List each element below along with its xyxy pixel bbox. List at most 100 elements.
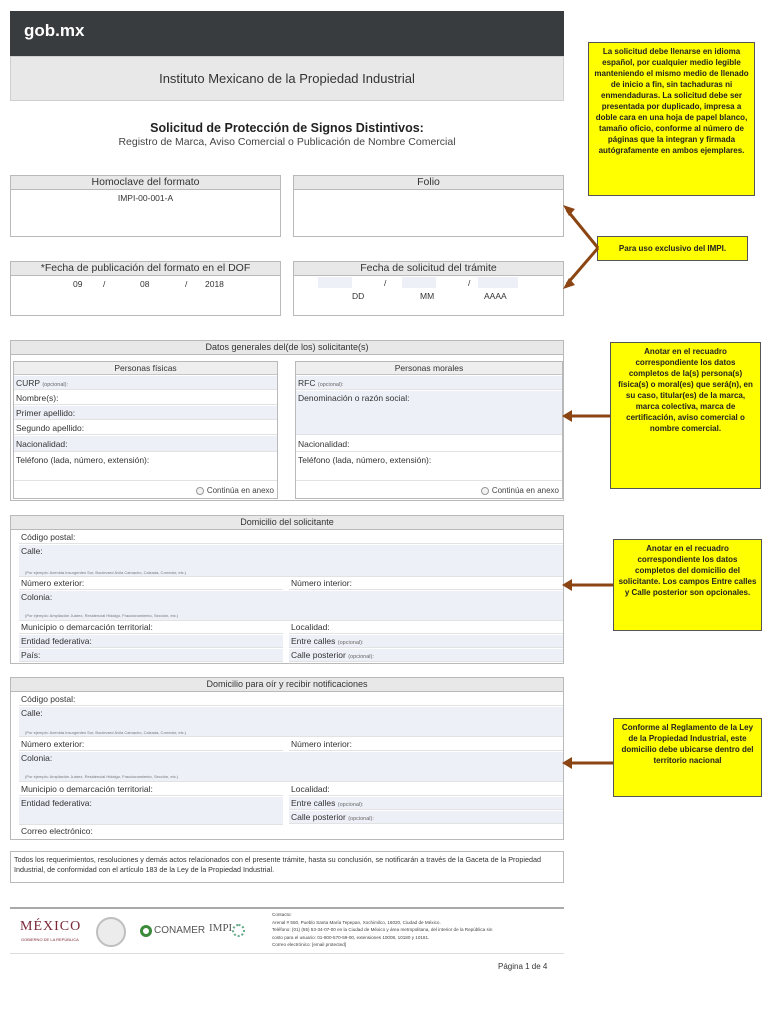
curp-field[interactable]: CURP (opcional): — [14, 376, 277, 390]
footer-rule — [10, 953, 564, 954]
notif-colonia-label: Colonia: — [21, 753, 53, 763]
notif-num-ext-field[interactable]: Número exterior: — [19, 738, 283, 751]
notif-municipio-label: Municipio o demarcación territorial: — [21, 784, 153, 794]
conamer-logo: CONAMER — [154, 925, 206, 936]
nacionalidad-moral-field[interactable]: Nacionalidad: — [296, 436, 562, 452]
annex-morales[interactable]: Continúa en anexo — [480, 486, 559, 495]
pais-label: País: — [21, 650, 41, 660]
entre-calles-label: Entre calles — [291, 636, 336, 646]
mm-label: MM — [420, 291, 435, 301]
notif-cp-label: Código postal: — [21, 694, 76, 704]
datos-generales-section: Datos generales del(de los) solicitante(… — [10, 340, 564, 501]
num-ext-field[interactable]: Número exterior: — [19, 577, 283, 590]
homoclave-box: Homoclave del formato IMPI-00-001-A — [10, 175, 281, 237]
folio-box[interactable]: Folio — [293, 175, 564, 237]
nombre-label: Nombre(s): — [16, 393, 59, 403]
notif-entre-calles-field[interactable]: Entre calles (opcional): — [289, 797, 563, 810]
cp-field[interactable]: Código postal: — [19, 531, 563, 544]
num-int-field[interactable]: Número interior: — [289, 577, 563, 590]
cp-label: Código postal: — [21, 532, 76, 542]
entidad-label: Entidad federativa: — [21, 636, 92, 646]
notif-entidad-label: Entidad federativa: — [21, 798, 92, 808]
telefono-moral-label: Teléfono (lada, número, extensión): — [298, 455, 432, 465]
dof-month: 08 — [140, 279, 150, 289]
arrow-folio — [565, 209, 600, 249]
arrowhead-fecha — [563, 278, 575, 289]
fecha-solicitud-label: Fecha de solicitud del trámite — [294, 262, 563, 276]
notif-municipio-field[interactable]: Municipio o demarcación territorial: — [19, 783, 283, 796]
institute-name: Instituto Mexicano de la Propiedad Indus… — [159, 71, 415, 86]
radio-icon[interactable] — [195, 486, 204, 495]
telefono-fisica-label: Teléfono (lada, número, extensión): — [16, 455, 150, 465]
month-input[interactable] — [402, 277, 436, 288]
notif-num-int-field[interactable]: Número interior: — [289, 738, 563, 751]
notif-calle-example: (Por ejemplo: Avenida Insurgentes Sur, B… — [25, 730, 187, 735]
contact-phone-free: costo para el usuario: 01-800-570-59-00,… — [272, 934, 430, 940]
entidad-field[interactable]: Entidad federativa: — [19, 635, 283, 648]
num-int-label: Número interior: — [291, 578, 352, 588]
note-domicilio: Anotar en el recuadro correspondiente lo… — [613, 539, 762, 631]
annex-fisicas[interactable]: Continúa en anexo — [195, 486, 274, 495]
day-input[interactable] — [318, 277, 352, 288]
dd-label: DD — [352, 291, 365, 301]
year-input[interactable] — [478, 277, 518, 288]
notice-text: Todos los requerimientos, resoluciones y… — [10, 851, 564, 883]
fecha-solicitud-box[interactable]: Fecha de solicitud del trámite / / DD MM… — [293, 261, 564, 316]
notif-calle-posterior-field[interactable]: Calle posterior (opcional): — [289, 811, 563, 824]
denominacion-label: Denominación o razón social: — [298, 393, 410, 403]
calle-field[interactable]: Calle: — [19, 545, 563, 577]
primer-apellido-label: Primer apellido: — [16, 408, 76, 418]
calle-posterior-field[interactable]: Calle posterior (opcional): — [289, 649, 563, 662]
telefono-fisica-field[interactable]: Teléfono (lada, número, extensión): — [14, 453, 277, 481]
telefono-moral-field[interactable]: Teléfono (lada, número, extensión): — [296, 453, 562, 481]
notif-calle-field[interactable]: Calle: — [19, 707, 563, 737]
radio-icon[interactable] — [480, 486, 489, 495]
annex-fisicas-label: Continúa en anexo — [206, 486, 274, 495]
institute-banner: Instituto Mexicano de la Propiedad Indus… — [10, 56, 564, 101]
contact-block: Contacto: Arenal # 550, Pueblo Santa Mar… — [272, 911, 564, 949]
localidad-field[interactable]: Localidad: — [289, 621, 563, 634]
num-ext-label: Número exterior: — [21, 578, 85, 588]
footer-divider — [10, 907, 564, 909]
gobmx-logo[interactable]: gob.mx — [24, 21, 85, 40]
arrowhead-folio — [563, 205, 575, 216]
notif-calle-posterior-label: Calle posterior — [291, 812, 346, 822]
contact-address: Arenal # 550, Pueblo Santa María Tepepan… — [272, 919, 441, 925]
notif-entre-calles-label: Entre calles — [291, 798, 336, 808]
notif-entre-optional: (opcional): — [337, 802, 364, 808]
calle-posterior-label: Calle posterior — [291, 650, 346, 660]
notificaciones-title: Domicilio para oír y recibir notificacio… — [11, 678, 563, 692]
nombre-field[interactable]: Nombre(s): — [14, 391, 277, 405]
calle-posterior-optional: (opcional): — [348, 654, 374, 660]
entre-calles-field[interactable]: Entre calles (opcional): — [289, 635, 563, 648]
personas-fisicas-title: Personas físicas — [14, 362, 277, 375]
notif-colonia-field[interactable]: Colonia: — [19, 752, 563, 782]
nacionalidad-fisica-field[interactable]: Nacionalidad: — [14, 436, 277, 452]
domicilio-title: Domicilio del solicitante — [11, 516, 563, 530]
seal-icon — [96, 917, 126, 947]
datos-generales-title: Datos generales del(de los) solicitante(… — [11, 341, 563, 355]
denominacion-field[interactable]: Denominación o razón social: — [296, 391, 562, 435]
impi-icon — [232, 924, 245, 937]
colonia-example: (Por ejemplo: Ampliación Juárez, Residen… — [25, 613, 179, 618]
folio-label: Folio — [294, 176, 563, 190]
notif-entidad-field[interactable]: Entidad federativa: — [19, 797, 283, 825]
homoclave-label: Homoclave del formato — [11, 176, 280, 190]
nacionalidad-moral-label: Nacionalidad: — [298, 439, 350, 449]
notif-localidad-field[interactable]: Localidad: — [289, 783, 563, 796]
sol-sep-1: / — [384, 278, 387, 288]
segundo-apellido-field[interactable]: Segundo apellido: — [14, 421, 277, 435]
municipio-label: Municipio o demarcación territorial: — [21, 622, 153, 632]
correo-field[interactable]: Correo electrónico: — [19, 825, 563, 838]
localidad-label: Localidad: — [291, 622, 330, 632]
contact-email[interactable]: Correo electrónico: [email protected] — [272, 942, 347, 947]
note-notificaciones: Conforme al Reglamento de la Ley de la P… — [613, 718, 762, 797]
notif-cp-field[interactable]: Código postal: — [19, 693, 563, 706]
colonia-field[interactable]: Colonia: — [19, 591, 563, 621]
primer-apellido-field[interactable]: Primer apellido: — [14, 406, 277, 420]
conamer-icon — [140, 925, 152, 937]
rfc-field[interactable]: RFC (opcional): — [296, 376, 562, 390]
pais-field[interactable]: País: — [19, 649, 283, 662]
municipio-field[interactable]: Municipio o demarcación territorial: — [19, 621, 283, 634]
